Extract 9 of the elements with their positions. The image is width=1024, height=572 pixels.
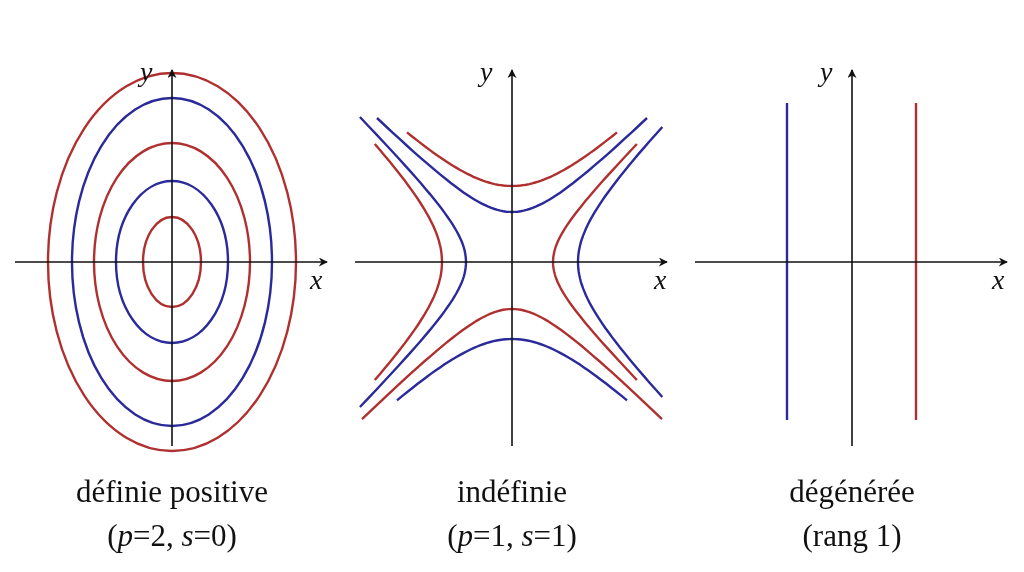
caption: (p=1, s=1) xyxy=(447,518,577,554)
caption: définie positive xyxy=(76,474,268,510)
caption: (rang 1) xyxy=(802,518,902,554)
caption: (p=2, s=0) xyxy=(107,518,237,554)
caption: indéfinie xyxy=(456,474,568,510)
axis-label: x xyxy=(310,264,323,296)
axis-label: x xyxy=(654,264,667,296)
axis-label: x xyxy=(992,264,1005,296)
caption: dégénérée xyxy=(789,474,915,510)
